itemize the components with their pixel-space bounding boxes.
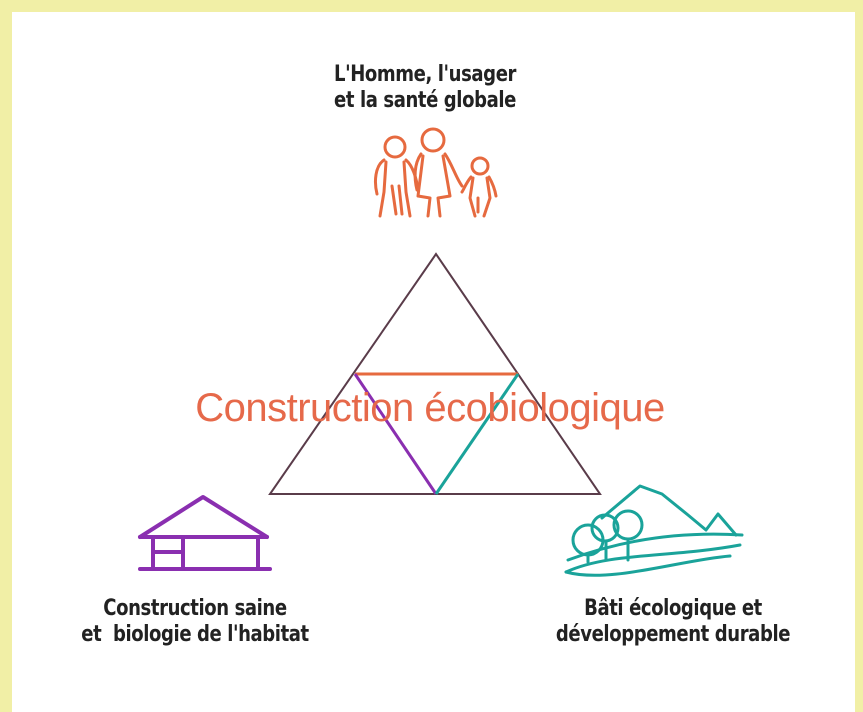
house-icon (138, 495, 272, 571)
left-label-line1: Construction saine (103, 596, 287, 621)
left-label: Construction saine et biologie de l'habi… (43, 596, 346, 648)
right-label: Bâti écologique et développement durable (521, 596, 824, 648)
right-label-line1: Bâti écologique et (584, 596, 762, 621)
right-label-line2: développement durable (555, 622, 791, 647)
left-label-line2: et biologie de l'habitat (81, 622, 309, 647)
health-edge (353, 373, 438, 495)
center-title: Construction écobiologique (195, 386, 665, 430)
family-icon (374, 127, 498, 218)
ecology-edge (434, 373, 520, 495)
top-label-line1: L'Homme, l'usager (333, 62, 517, 87)
top-label-line2: et la santé globale (334, 88, 516, 113)
top-label: L'Homme, l'usager et la santé globale (277, 62, 572, 114)
landscape-icon (564, 484, 744, 577)
